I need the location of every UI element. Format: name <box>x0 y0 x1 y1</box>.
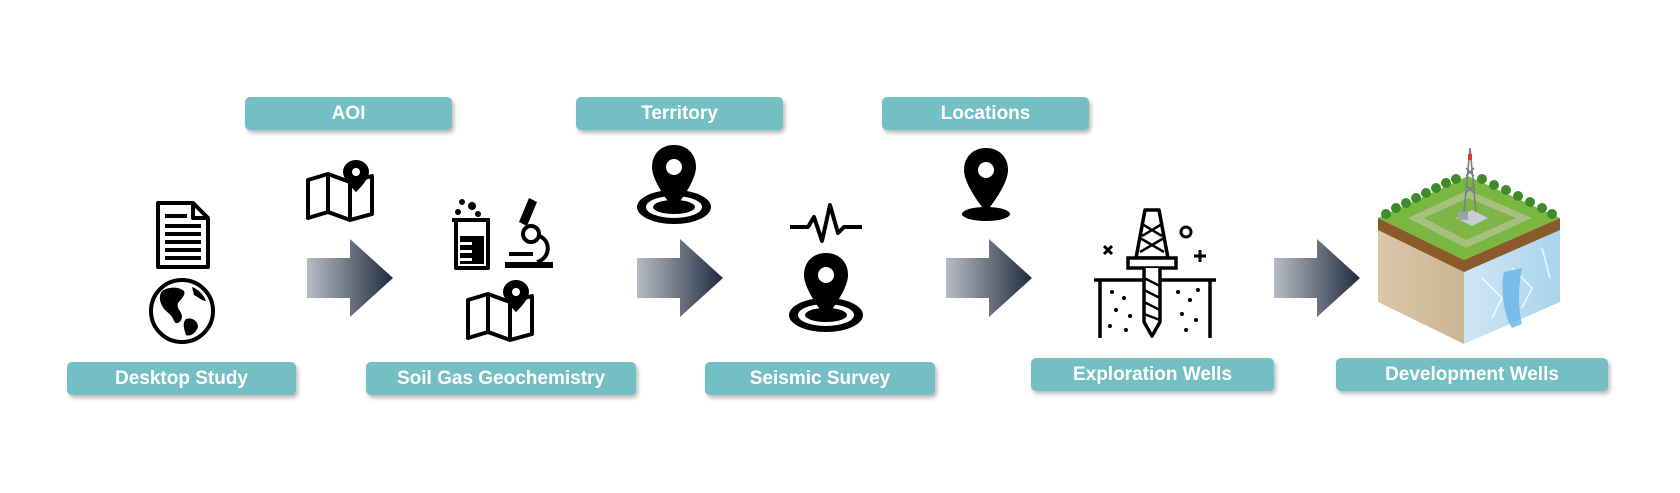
flow-arrow-2 <box>637 239 723 317</box>
flow-arrow-3 <box>946 239 1032 317</box>
output-label-territory: Territory <box>576 97 783 130</box>
stage-label-soil-gas-geochemistry: Soil Gas Geochemistry <box>366 362 636 395</box>
output-label-aoi: AOI <box>245 97 452 130</box>
map-pin-icon <box>466 280 534 342</box>
development-site-illustration <box>1378 147 1560 344</box>
stage-label-exploration-wells: Exploration Wells <box>1031 358 1274 391</box>
stage-label-seismic-survey: Seismic Survey <box>705 362 935 395</box>
output-label-locations: Locations <box>882 97 1089 130</box>
map-pin-icon <box>306 160 374 222</box>
flow-arrow-4 <box>1274 239 1360 317</box>
flow-arrow-1 <box>307 239 393 317</box>
stage-label-development-wells: Development Wells <box>1336 358 1608 391</box>
stage-label-desktop-study: Desktop Study <box>67 362 296 395</box>
microscope-icon <box>505 198 553 268</box>
globe-icon <box>149 278 215 344</box>
document-icon <box>156 201 210 269</box>
location-target-icon <box>637 145 711 224</box>
drilling-rig-icon <box>1094 208 1216 338</box>
seismic-wave-icon <box>790 203 862 243</box>
beaker-icon <box>452 199 490 270</box>
location-target-icon <box>789 253 863 332</box>
location-pin-icon <box>962 148 1010 221</box>
